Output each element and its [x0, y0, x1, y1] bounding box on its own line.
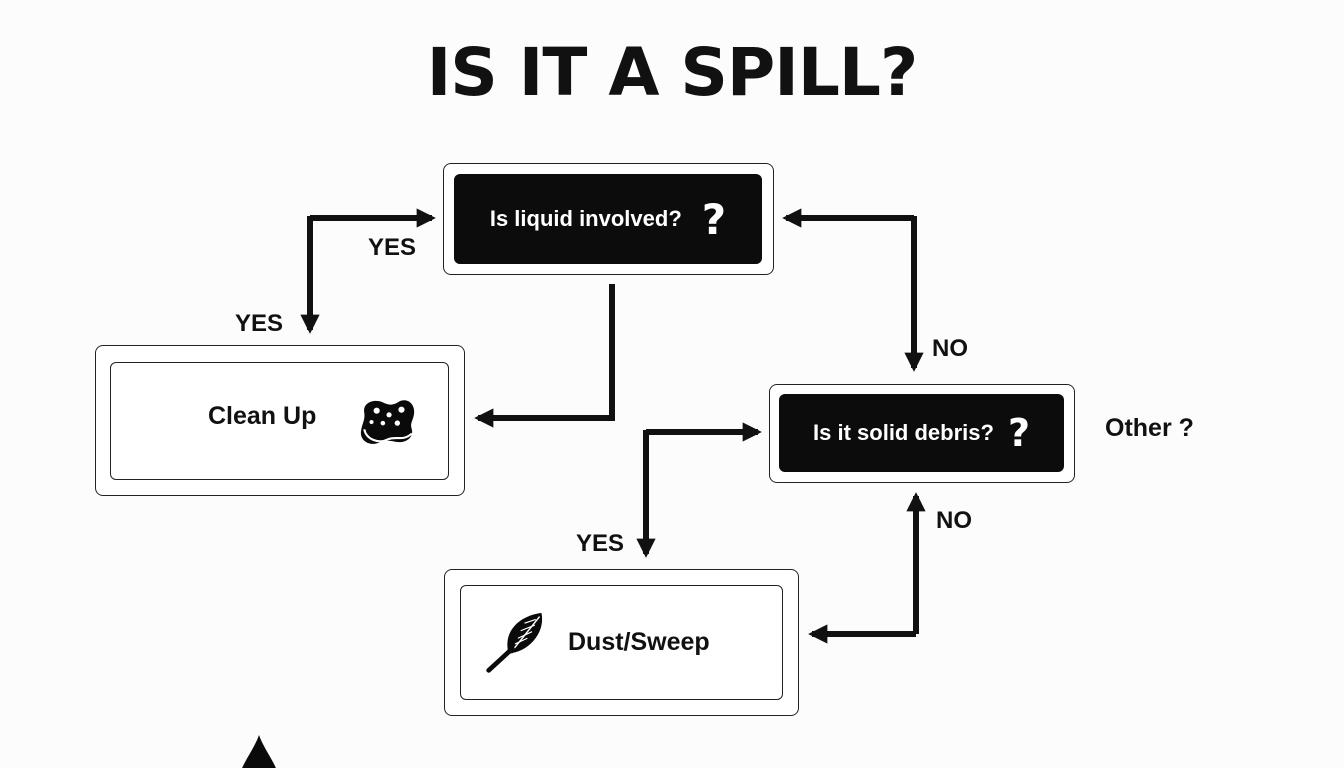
- clean-up-label: Clean Up: [208, 402, 317, 430]
- solid-question-text: Is it solid debris?: [813, 420, 994, 445]
- arrow-liquid-to-clean-up: [474, 284, 615, 428]
- sponge-icon: [360, 400, 415, 444]
- edge-label-yes-lower: YES: [576, 530, 625, 557]
- dust-sweep-label: Dust/Sweep: [568, 628, 710, 656]
- edge-label-yes-upper: YES: [368, 234, 417, 261]
- liquid-question-box: Is liquid involved? ?: [454, 174, 762, 264]
- question-mark-icon: ?: [701, 194, 727, 244]
- liquid-question-text: Is liquid involved?: [489, 206, 682, 231]
- edge-label-no-lower: NO: [936, 507, 972, 534]
- dust-sweep-node: Dust/Sweep: [444, 569, 799, 716]
- solid-question-node: Is it solid debris? ?: [769, 384, 1075, 483]
- solid-question-box: Is it solid debris? ?: [779, 394, 1064, 472]
- edge-label-yes-left: YES: [235, 310, 284, 337]
- question-mark-icon: ?: [1007, 411, 1030, 455]
- edge-label-no-upper: NO: [932, 335, 968, 362]
- liquid-question-node: Is liquid involved? ?: [443, 163, 774, 275]
- clean-up-node: Clean Up: [95, 345, 465, 768]
- diagram-title: IS IT A SPILL?: [426, 34, 919, 111]
- other-note: Other ?: [1105, 414, 1194, 442]
- water-drop-icon: [242, 735, 276, 768]
- feather-duster-icon: [486, 612, 543, 673]
